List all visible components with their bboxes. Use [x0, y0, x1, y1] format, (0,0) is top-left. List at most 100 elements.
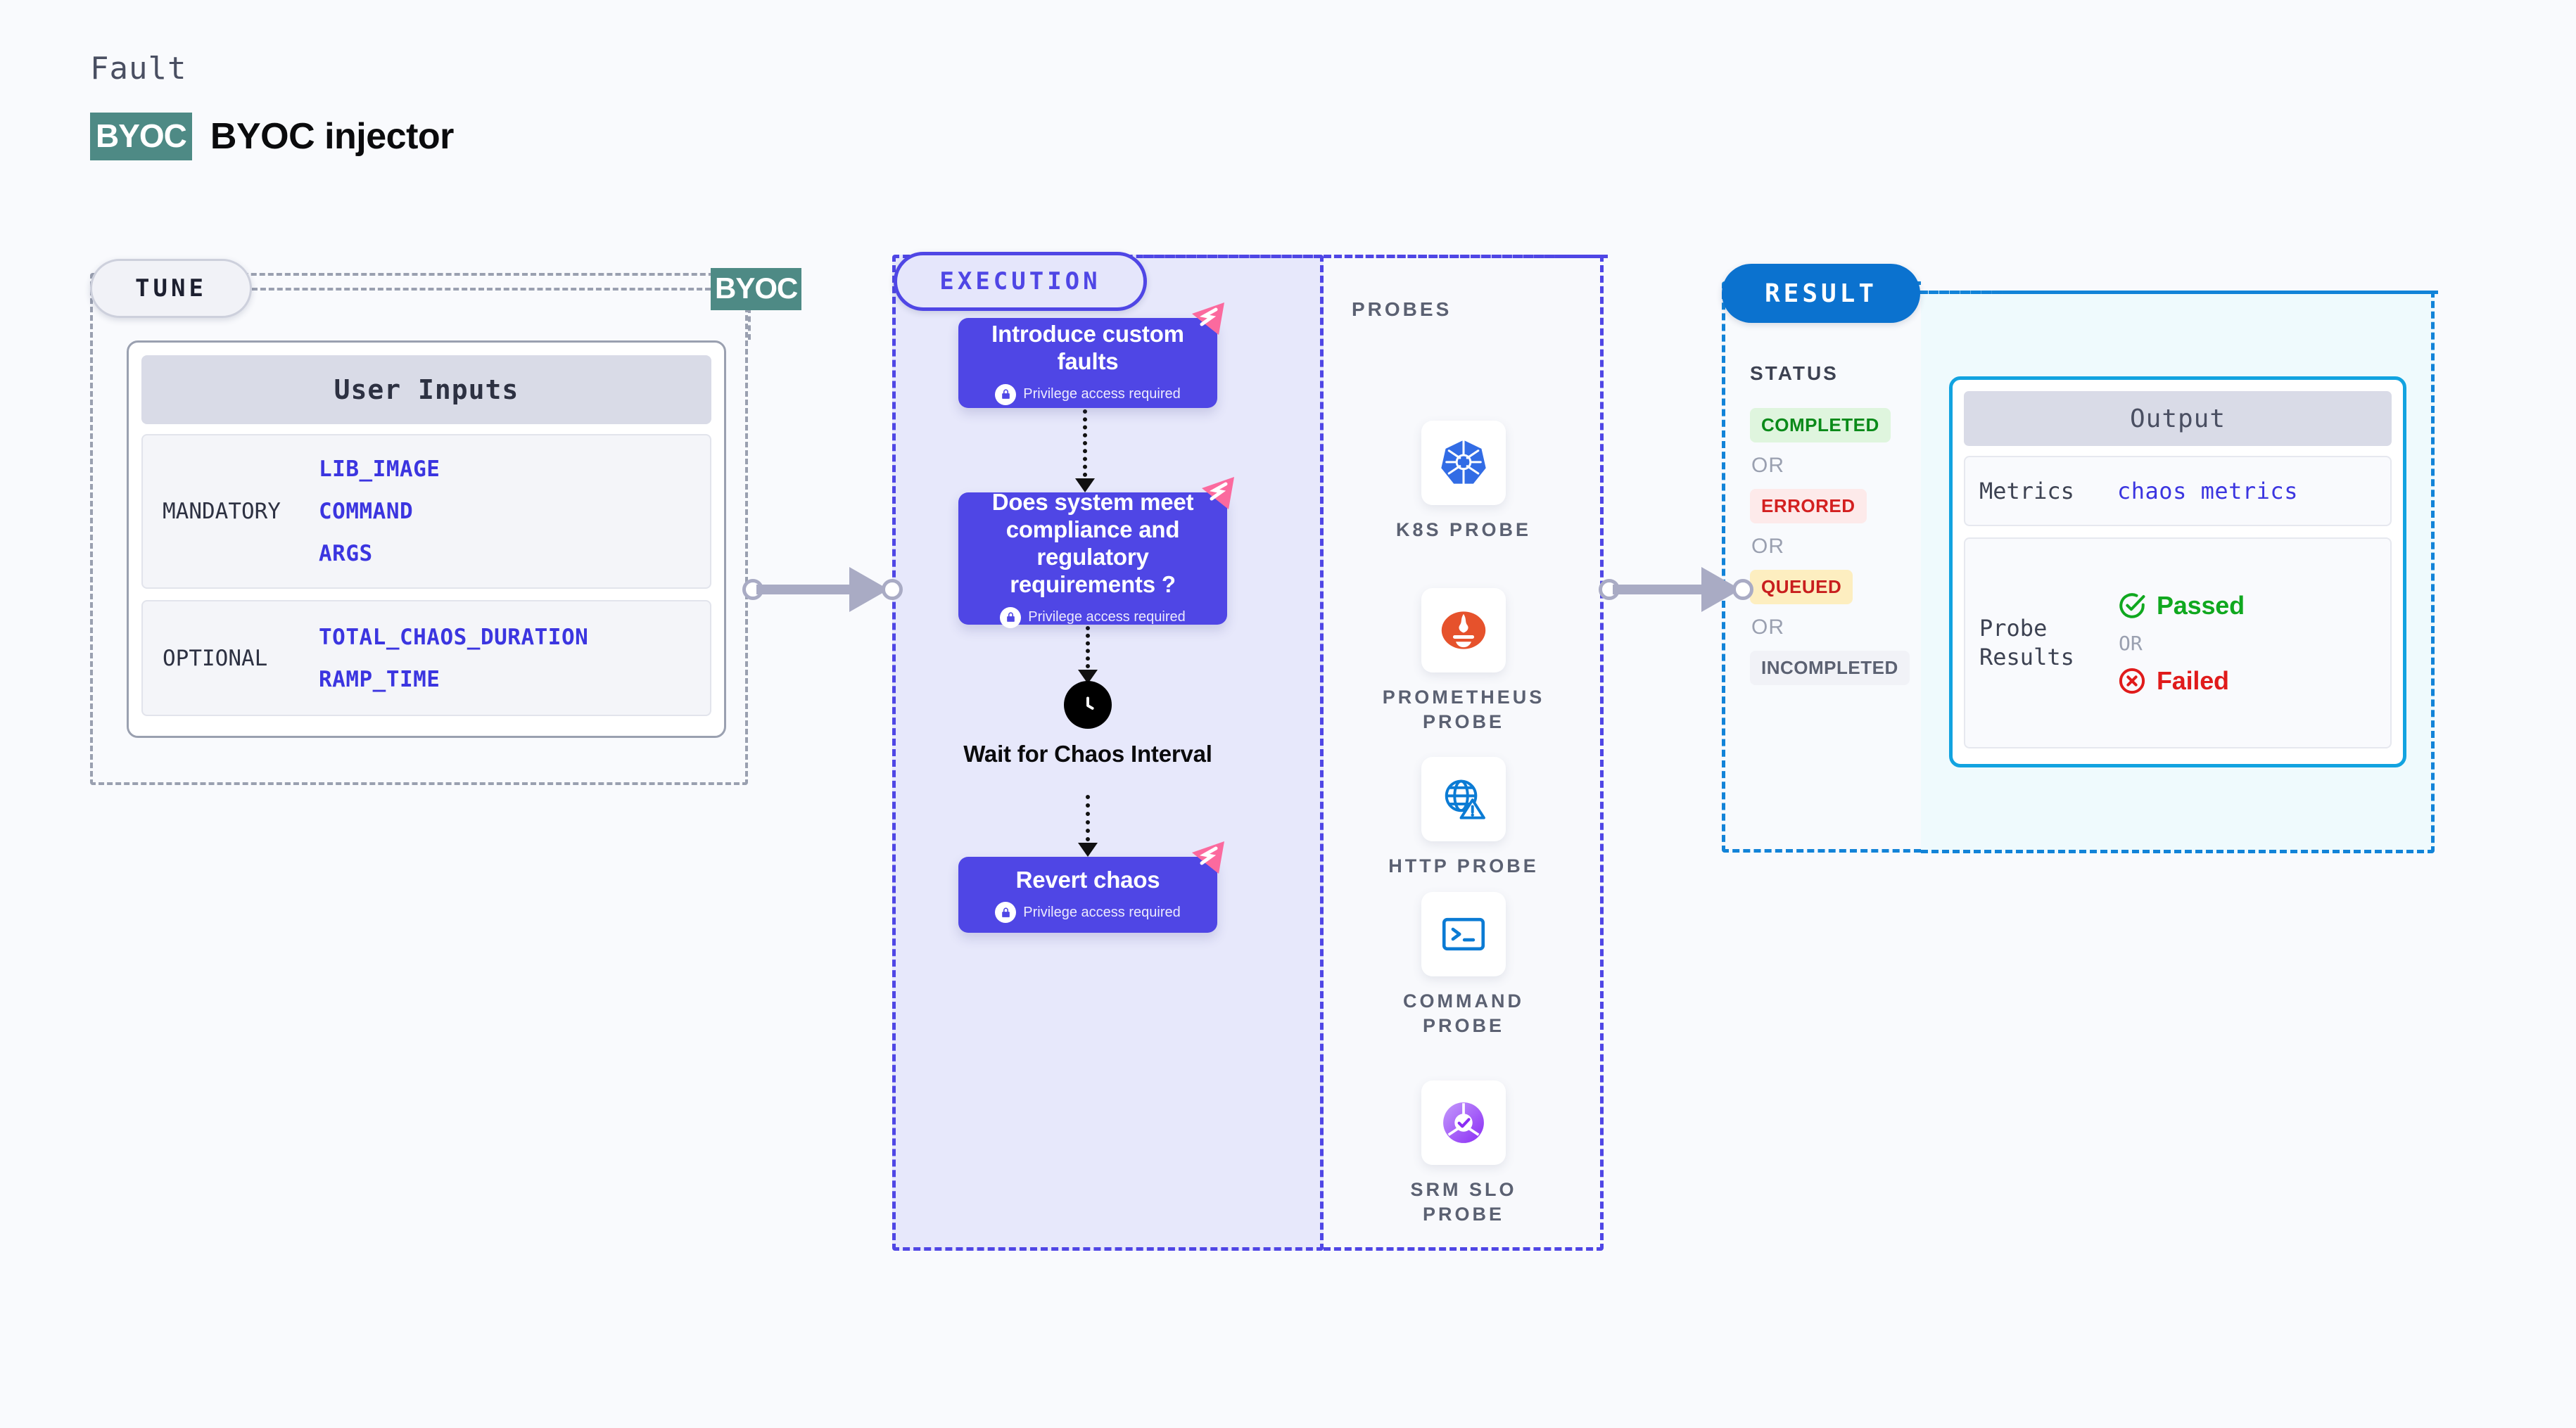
- flow-line: [1086, 795, 1090, 841]
- user-inputs-title: User Inputs: [141, 355, 711, 424]
- variable-lib-image[interactable]: LIB_IMAGE: [319, 457, 440, 482]
- privilege-badge: Privilege access required: [1000, 606, 1186, 628]
- connector-execution-to-result: [1599, 567, 1753, 612]
- clock-icon: [1064, 681, 1112, 729]
- result-section-container: [1722, 281, 1921, 853]
- probe-http[interactable]: HTTP PROBE: [1372, 757, 1555, 879]
- probe-k8s[interactable]: K8S PROBE: [1372, 421, 1555, 542]
- byoc-connector-tag: BYOC: [711, 268, 802, 310]
- http-globe-warning-icon: [1421, 757, 1506, 841]
- output-metrics-value[interactable]: chaos metrics: [2117, 478, 2298, 504]
- harness-flash-badge-icon: [1192, 302, 1224, 335]
- optional-inputs-group: OPTIONAL TOTAL_CHAOS_DURATION RAMP_TIME: [141, 600, 711, 716]
- flow-arrow-step1-to-step2: [1075, 409, 1095, 492]
- page-title: BYOC injector: [210, 116, 455, 157]
- tune-section-label[interactable]: TUNE: [90, 259, 252, 318]
- output-row-metrics: Metrics chaos metrics: [1964, 456, 2392, 526]
- flow-arrowhead: [1078, 843, 1098, 857]
- output-title: Output: [1964, 391, 2392, 446]
- result-section-label[interactable]: RESULT: [1722, 264, 1920, 323]
- status-or-3: OR: [1751, 616, 1784, 639]
- prometheus-icon: [1421, 588, 1506, 672]
- connector-tune-to-execution: [742, 567, 903, 612]
- output-row-probe-results: Probe Results Passed OR: [1964, 537, 2392, 748]
- probe-result-or: OR: [2119, 631, 2143, 655]
- output-probe-results-values: Passed OR Failed: [2117, 591, 2245, 696]
- mandatory-group-label: MANDATORY: [163, 499, 281, 524]
- probe-label: COMMAND PROBE: [1403, 990, 1524, 1037]
- status-badge-completed: COMPLETED: [1750, 408, 1891, 442]
- variable-ramp-time[interactable]: RAMP_TIME: [319, 666, 440, 692]
- flow-line: [1086, 626, 1090, 668]
- privilege-text: Privilege access required: [1028, 609, 1186, 625]
- status-title: STATUS: [1750, 362, 1839, 384]
- probe-label: PROMETHEUS PROBE: [1382, 687, 1545, 733]
- tune-connector-stub: [748, 307, 751, 340]
- execution-step-introduce-custom-faults[interactable]: Introduce custom faults Privilege access…: [958, 302, 1224, 408]
- flow-arrow-wait-to-revert: [1078, 795, 1098, 857]
- execution-step-wait-for-chaos-interval: Wait for Chaos Interval: [963, 741, 1212, 767]
- privilege-badge: Privilege access required: [995, 383, 1181, 405]
- execution-section-container: [892, 255, 1324, 1251]
- status-badge-errored: ERRORED: [1750, 489, 1867, 523]
- variable-total-chaos-duration[interactable]: TOTAL_CHAOS_DURATION: [319, 624, 589, 650]
- lock-icon: [1000, 606, 1022, 628]
- flow-arrow-step2-to-wait: [1078, 626, 1098, 684]
- probe-passed-label: Passed: [2157, 590, 2245, 620]
- result-top-dashed-line: [1918, 291, 2438, 294]
- step-title: Introduce custom faults: [991, 321, 1184, 374]
- byoc-chip: BYOC: [90, 113, 192, 160]
- terminal-icon: [1421, 892, 1506, 976]
- connector-line: [1613, 585, 1727, 594]
- lock-icon: [995, 902, 1017, 924]
- status-badge-incompleted: INCOMPLETED: [1750, 651, 1910, 685]
- x-circle-icon: [2117, 666, 2147, 696]
- execution-section-label[interactable]: EXECUTION: [894, 252, 1147, 311]
- probe-label: SRM SLO PROBE: [1410, 1179, 1517, 1225]
- variable-command[interactable]: COMMAND: [319, 499, 414, 524]
- flow-arrowhead: [1078, 670, 1098, 684]
- flow-line: [1083, 409, 1087, 477]
- srm-slo-icon: [1421, 1080, 1506, 1165]
- privilege-text: Privilege access required: [1023, 386, 1181, 402]
- page-title-row: BYOC BYOC injector: [90, 113, 454, 160]
- probe-prometheus[interactable]: PROMETHEUS PROBE: [1372, 588, 1555, 734]
- execution-step-compliance-check[interactable]: Does system meet compliance and regulato…: [958, 477, 1234, 628]
- probe-label: HTTP PROBE: [1388, 855, 1539, 876]
- step-title: Revert chaos: [1015, 866, 1160, 893]
- mandatory-inputs-group: MANDATORY LIB_IMAGE COMMAND ARGS: [141, 434, 711, 589]
- lock-icon: [995, 383, 1017, 405]
- connector-line: [756, 585, 875, 594]
- page-eyebrow: Fault: [90, 51, 187, 87]
- output-card: Output Metrics chaos metrics Probe Resul…: [1949, 376, 2406, 767]
- privilege-badge: Privilege access required: [995, 902, 1181, 924]
- probe-result-passed: Passed: [2117, 591, 2245, 620]
- tune-connector-dashed-line: [252, 288, 711, 291]
- harness-flash-badge-icon: [1192, 841, 1224, 874]
- execution-step-revert-chaos[interactable]: Revert chaos Privilege access required: [958, 841, 1224, 933]
- probe-failed-label: Failed: [2157, 665, 2229, 695]
- user-inputs-card: User Inputs MANDATORY LIB_IMAGE COMMAND …: [127, 340, 726, 738]
- status-or-1: OR: [1751, 454, 1784, 477]
- mandatory-variable-list: LIB_IMAGE COMMAND ARGS: [319, 457, 440, 566]
- probe-command[interactable]: COMMAND PROBE: [1372, 892, 1555, 1038]
- variable-args[interactable]: ARGS: [319, 541, 373, 566]
- tune-section-container: [90, 273, 748, 785]
- connector-end-dot: [882, 579, 903, 600]
- check-circle-icon: [2117, 591, 2147, 620]
- status-list: COMPLETED OR ERRORED OR QUEUED OR INCOMP…: [1750, 408, 1912, 685]
- flow-arrowhead: [1075, 478, 1095, 492]
- connector-end-dot: [1732, 579, 1753, 600]
- probe-result-failed: Failed: [2117, 666, 2245, 696]
- probe-srm-slo[interactable]: SRM SLO PROBE: [1372, 1080, 1555, 1227]
- step-title: Does system meet compliance and regulato…: [991, 489, 1194, 597]
- status-badge-queued: QUEUED: [1750, 570, 1853, 604]
- status-or-2: OR: [1751, 535, 1784, 558]
- execution-top-dashed-line: [1143, 255, 1608, 258]
- optional-group-label: OPTIONAL: [163, 645, 268, 671]
- probe-label: K8S PROBE: [1395, 519, 1532, 540]
- kubernetes-icon: [1421, 421, 1506, 505]
- harness-flash-badge-icon: [1202, 477, 1234, 509]
- privilege-text: Privilege access required: [1023, 904, 1181, 920]
